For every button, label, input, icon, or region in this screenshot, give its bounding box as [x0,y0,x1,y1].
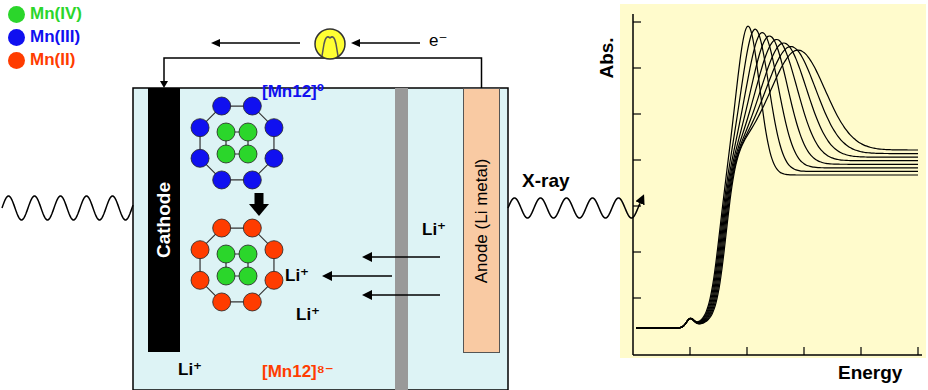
cluster-drawing [188,216,330,386]
chart-plot-area [620,4,926,358]
y-axis [632,14,634,355]
mn-atom-outer [191,241,209,259]
legend-swatch [8,52,25,69]
electrode-label: Anode (Li metal) [472,158,492,283]
x-ray-wave [2,196,133,220]
legend-swatch [8,29,25,46]
mn-atom-inner [239,245,257,263]
mn-atom-outer [213,171,231,189]
ion-flow-arrow [332,275,392,277]
x-ray-wave [508,198,640,218]
x-tick [746,347,747,355]
cluster-label: [Mn12]⁰ [262,82,324,102]
x-tick [803,347,804,355]
cell-container [133,88,508,390]
separator [395,88,408,390]
mn-atom-inner [239,123,257,141]
xanes-curve [636,26,918,328]
legend-swatch [8,6,25,23]
mn-atom-outer [243,293,261,311]
y-tick [633,159,641,160]
mn12-cluster: [Mn12]⁸⁻ [188,216,330,386]
ion-flow-arrow [372,256,440,258]
xanes-curve [636,29,918,328]
mn-atom-inner [217,245,235,263]
legend-text: Mn(IV) [30,4,82,24]
x-tick [689,347,690,355]
electrode-label: Cathode [153,182,175,258]
anode-electrode: Anode (Li metal) [463,88,500,353]
xanes-curve [636,47,918,328]
electron-flow-arrow [360,42,420,44]
beam-label: X-ray [522,170,570,192]
bulb-filament [322,37,338,56]
y-tick [633,297,641,298]
mn-atom-outer [265,119,283,137]
axis-ticks [633,22,918,355]
xanes-curve [636,43,918,328]
mn-atom-inner [239,267,257,285]
axis-title: Abs. [596,37,618,78]
light-bulb [315,29,345,59]
ion-label: Li⁺ [296,305,320,325]
ion-label: Li⁺ [422,220,446,240]
cathode-electrode: Cathode [148,88,180,352]
legend-text: Mn(II) [30,50,75,70]
xanes-curve [636,50,918,328]
mn-atom-outer [191,119,209,137]
mn-atom-outer [265,241,283,259]
xanes-curve [636,33,918,328]
edge-label: e⁻ [428,31,448,51]
cluster-label: [Mn12]⁸⁻ [262,362,334,382]
mn-atom-outer [213,97,231,115]
mn-atom-outer [265,271,283,289]
mn-atom-outer [243,219,261,237]
legend-text: Mn(III) [30,27,80,47]
y-tick [633,67,641,68]
mn-atom-outer [191,271,209,289]
mn-atom-outer [243,97,261,115]
cluster-bond [200,106,274,180]
mn-atom-outer [213,293,231,311]
x-tick [860,347,861,355]
y-tick [633,21,641,22]
cluster-bond [200,228,274,302]
ion-flow-arrow [372,294,440,296]
ion-label: Li⁺ [178,360,202,380]
mn-atom-inner [217,123,235,141]
mn-atom-outer [243,171,261,189]
mn-atom-inner [239,145,257,163]
axis-title: Energy [838,362,902,384]
y-tick [633,251,641,252]
mn-atom-inner [217,267,235,285]
xanes-spectra [636,26,918,328]
mn12-cluster: [Mn12]⁰ [188,82,330,193]
electron-flow-arrow [220,42,300,44]
mn-atom-outer [265,149,283,167]
xanes-curve [636,39,918,328]
x-axis [633,354,922,356]
mn-atom-outer [191,149,209,167]
mn-atom-outer [213,219,231,237]
ion-label: Li⁺ [285,266,309,286]
x-tick [917,347,918,355]
reduction-arrow [255,193,264,204]
mn-atom-inner [217,145,235,163]
xanes-curve [636,36,918,328]
y-tick [633,113,641,114]
